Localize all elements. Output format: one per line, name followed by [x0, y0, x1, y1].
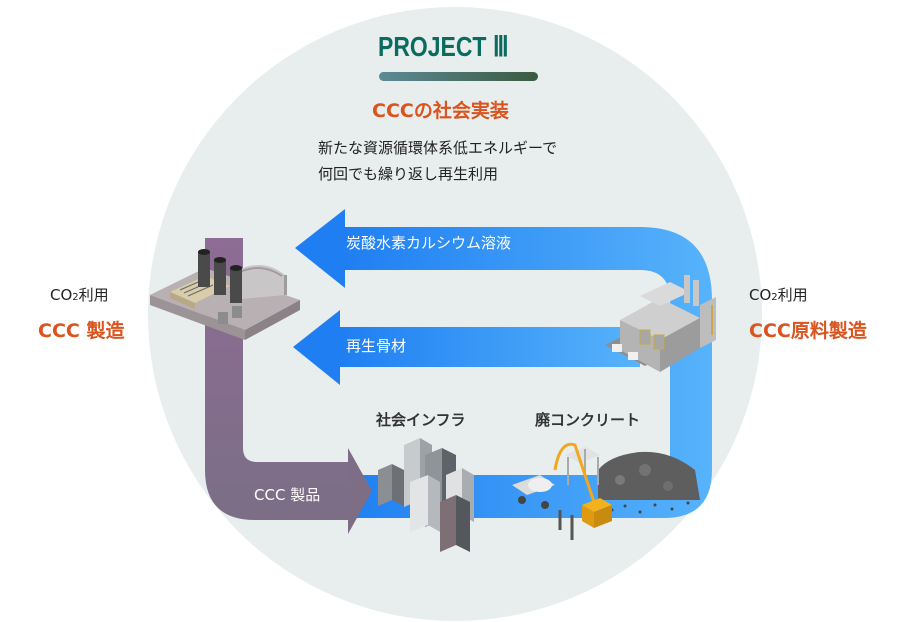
- description: 新たな資源循環体系低エネルギーで 何回でも繰り返し再生利用: [318, 135, 557, 187]
- calcium-solution-label: 炭酸水素カルシウム溶液: [346, 234, 512, 252]
- right-co2-usage-label: CO2利用: [749, 284, 808, 305]
- subtitle: CCCの社会実装: [372, 100, 509, 122]
- calcium-arrow-head: [295, 209, 345, 288]
- project-title: PROJECT Ⅲ: [378, 31, 509, 62]
- demolition-site-icon: [512, 442, 700, 540]
- co2-subscript: 2: [72, 292, 79, 303]
- left-co2-usage-label: CO2利用: [50, 284, 109, 305]
- ccc-factory-icon: [150, 249, 300, 340]
- ccc-manufacturing-label: CCC 製造: [38, 320, 125, 342]
- product-arrow-head: [348, 448, 372, 534]
- raw-material-plant-icon: [605, 275, 716, 372]
- co2-suffix: 利用: [78, 286, 109, 304]
- ccc-raw-material-label: CCC原料製造: [749, 320, 867, 342]
- ccc-product-label: CCC 製品: [254, 486, 321, 504]
- city-buildings-icon: [378, 438, 474, 552]
- title-underline-bar: [379, 72, 538, 81]
- description-line-2: 何回でも繰り返し再生利用: [318, 165, 499, 183]
- aggregate-arrow-head: [293, 310, 340, 385]
- co2-prefix: CO: [50, 286, 73, 304]
- co2-prefix: CO: [749, 286, 772, 304]
- aggregate-arrow-shaft: [340, 327, 640, 367]
- waste-concrete-label: 廃コンクリート: [535, 411, 641, 429]
- co2-suffix: 利用: [777, 286, 808, 304]
- recycled-aggregate-label: 再生骨材: [346, 337, 407, 355]
- co2-subscript: 2: [771, 292, 778, 303]
- social-infra-label: 社会インフラ: [376, 411, 466, 429]
- description-line-1: 新たな資源循環体系低エネルギーで: [318, 139, 558, 157]
